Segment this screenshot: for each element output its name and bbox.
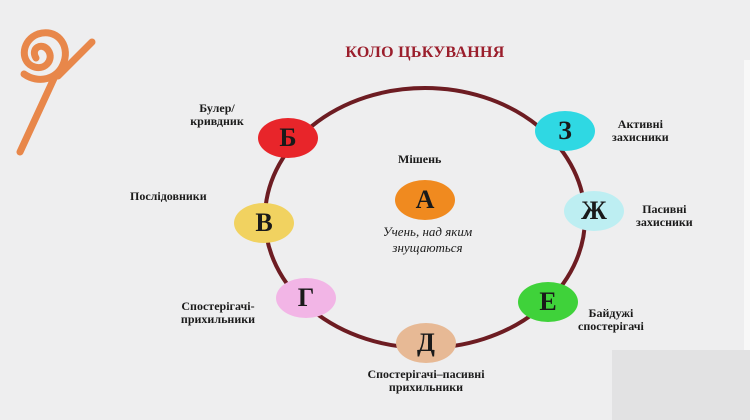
label-zh-passive-defenders: Пасивні захисники — [636, 202, 693, 229]
node-d-passive-supporters: Д — [396, 323, 456, 363]
slide-corner-shade — [612, 350, 750, 420]
node-h-supporters: Г — [276, 278, 336, 318]
label-e-bystanders: Байдужі спостерігачі — [578, 306, 644, 333]
node-v-followers: В — [234, 203, 294, 243]
label-z-active-defenders: Активні захисники — [612, 117, 669, 144]
slide-edge-strip — [744, 60, 750, 350]
label-h-supporters: Спостерігачі- прихильники — [180, 299, 256, 326]
label-v-followers: Послідовники — [130, 189, 207, 203]
label-b-bully: Булер/ кривдник — [190, 101, 244, 128]
node-a-target: А — [395, 180, 455, 220]
spiral-logo-icon — [16, 29, 96, 156]
diagram-title: КОЛО ЦЬКУВАННЯ — [345, 44, 505, 61]
target-caption: Мішень — [398, 152, 442, 166]
node-b-bully: Б — [258, 118, 318, 158]
node-z-active-defenders: З — [535, 111, 595, 151]
label-d-passive-supporters: Спостерігачі–пасивні прихильники — [367, 367, 485, 394]
node-e-bystanders: Е — [518, 282, 578, 322]
target-description: Учень, над яким знущаються — [382, 224, 473, 255]
node-zh-passive-defenders: Ж — [564, 191, 624, 231]
